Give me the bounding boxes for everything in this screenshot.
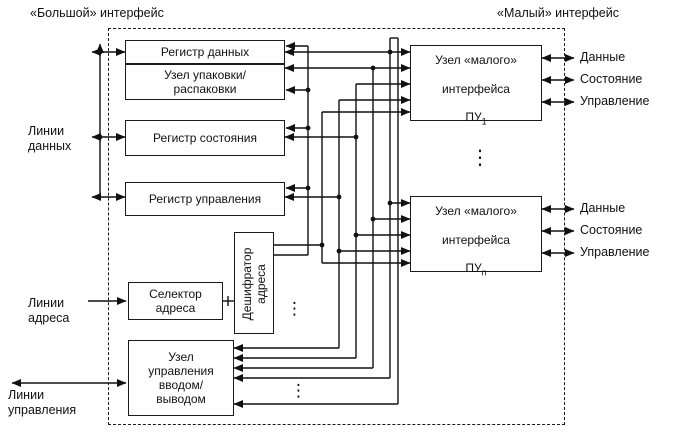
block-pack-unpack-unit: Узел упаковки/ распаковки: [125, 64, 285, 100]
label-control-lines: Линии управления: [8, 388, 77, 417]
status-register-label: Регистр состояния: [153, 130, 257, 145]
bus-lines: [11, 37, 575, 408]
block-status-register: Регистр состояния: [125, 120, 285, 156]
io-control-label: Узел управления вводом/ выводом: [148, 349, 214, 407]
label-pun-data: Данные: [580, 201, 626, 215]
ellipsis-io-control-inputs: ⋮: [290, 381, 307, 400]
label-pu1-state: Состояние: [580, 72, 643, 86]
label-pu1-data: Данные: [580, 50, 626, 64]
address-selector-label: Селектор адреса: [149, 286, 202, 315]
label-pun-state: Состояние: [580, 223, 643, 237]
label-data-lines: Линии данных: [28, 124, 72, 153]
address-decoder-rotated-text: Дешифратор адреса: [235, 233, 275, 335]
block-control-register: Регистр управления: [125, 182, 285, 216]
block-address-decoder: Дешифратор адреса: [234, 232, 274, 334]
title-big-interface: «Большой» интерфейс: [30, 6, 164, 20]
ellipsis-between-pu-units: ⋮: [470, 147, 490, 169]
block-small-interface-unit-pu1: Узел «малого» интерфейса ПУ1: [410, 45, 542, 126]
block-address-selector: Селектор адреса: [128, 282, 223, 320]
data-register-label: Регистр данных: [160, 44, 250, 59]
pun-subscript: n: [481, 267, 487, 278]
title-small-interface: «Малый» интерфейс: [497, 6, 619, 20]
pack-unpack-label: Узел упаковки/ распаковки: [164, 67, 246, 96]
junction-dots: [97, 49, 393, 254]
pu1-label: Узел «малого» интерфейса ПУ1: [435, 53, 517, 127]
block-io-control-unit: Узел управления вводом/ выводом: [128, 340, 234, 416]
pu1-subscript: 1: [481, 116, 487, 127]
control-register-label: Регистр управления: [148, 191, 262, 206]
address-decoder-label: Дешифратор адреса: [240, 247, 268, 321]
label-pun-control: Управление: [580, 245, 650, 259]
pun-label: Узел «малого» интерфейса ПУn: [435, 204, 517, 278]
ellipsis-decoder-outputs: ⋮: [286, 299, 303, 318]
label-address-lines: Линии адреса: [28, 296, 70, 325]
block-small-interface-unit-pun: Узел «малого» интерфейса ПУn: [410, 196, 542, 277]
block-data-register: Регистр данных: [125, 40, 285, 64]
label-pu1-control: Управление: [580, 94, 650, 108]
